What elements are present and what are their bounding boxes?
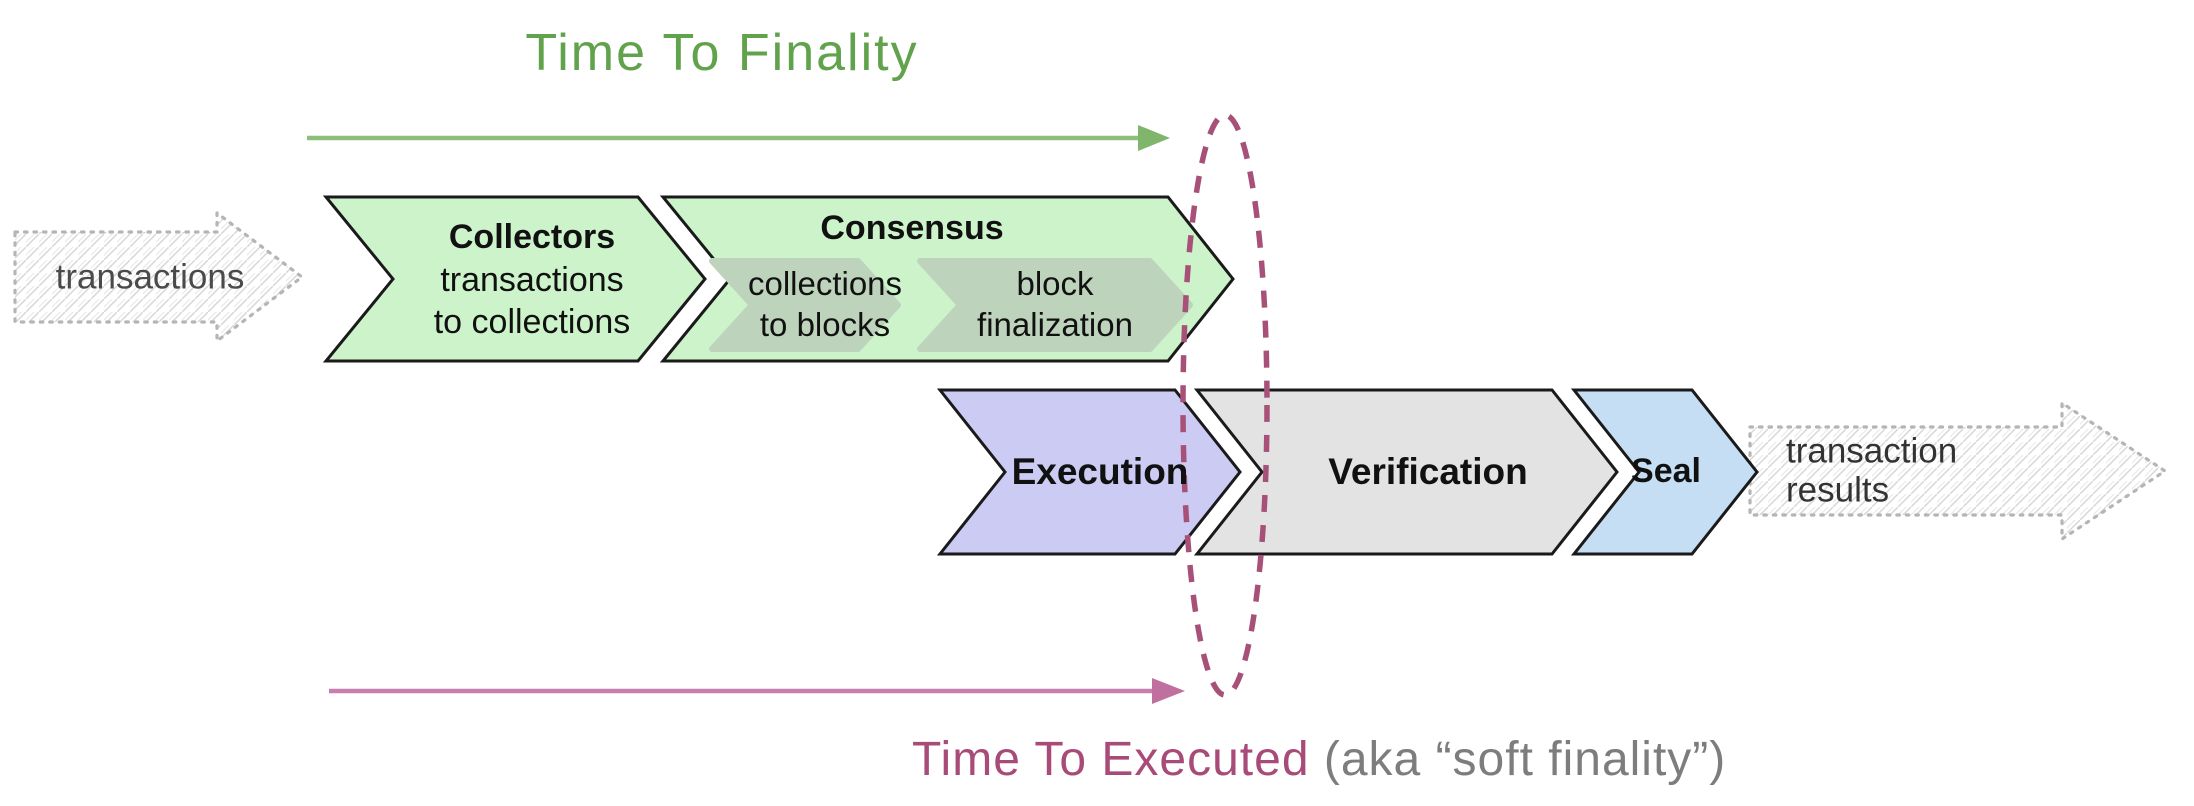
verification-name-label: Verification	[1328, 451, 1528, 493]
time-to-finality-title: Time To Finality	[525, 23, 919, 82]
collectors-detail-label: transactions to collections	[433, 260, 631, 341]
soft-finality-ellipse-annotation	[1180, 112, 1270, 698]
transactions-input-label: transactions	[55, 257, 245, 297]
collections-to-blocks-label: collections to blocks	[747, 265, 903, 343]
consensus-name-label: Consensus	[820, 208, 1004, 247]
transaction-results-output-label: transaction results	[1786, 431, 1958, 509]
seal-chevron	[1570, 388, 1759, 556]
block-finalization-subchevron	[917, 258, 1193, 352]
seal-name-label: Seal	[1631, 451, 1701, 490]
finality-arrowhead-icon	[1138, 125, 1170, 151]
execution-chevron	[936, 388, 1242, 556]
soft-finality-suffix-text: (aka “soft finality”)	[1309, 733, 1727, 787]
block-finalization-label: block finalization	[977, 265, 1133, 343]
time-to-executed-title: Time To Executed (aka “soft finality”)	[912, 730, 1726, 790]
collections-to-blocks-subchevron	[709, 258, 901, 352]
transaction-results-output-arrow-icon	[1748, 400, 2168, 542]
transactions-input-arrow-icon	[13, 209, 305, 345]
collectors-chevron	[322, 195, 707, 363]
time-to-executed-text: Time To Executed	[912, 733, 1310, 787]
collectors-name-label: Collectors	[448, 217, 616, 256]
executed-arrowhead-icon	[1152, 678, 1185, 704]
verification-chevron	[1193, 388, 1619, 556]
execution-name-label: Execution	[1011, 451, 1189, 493]
